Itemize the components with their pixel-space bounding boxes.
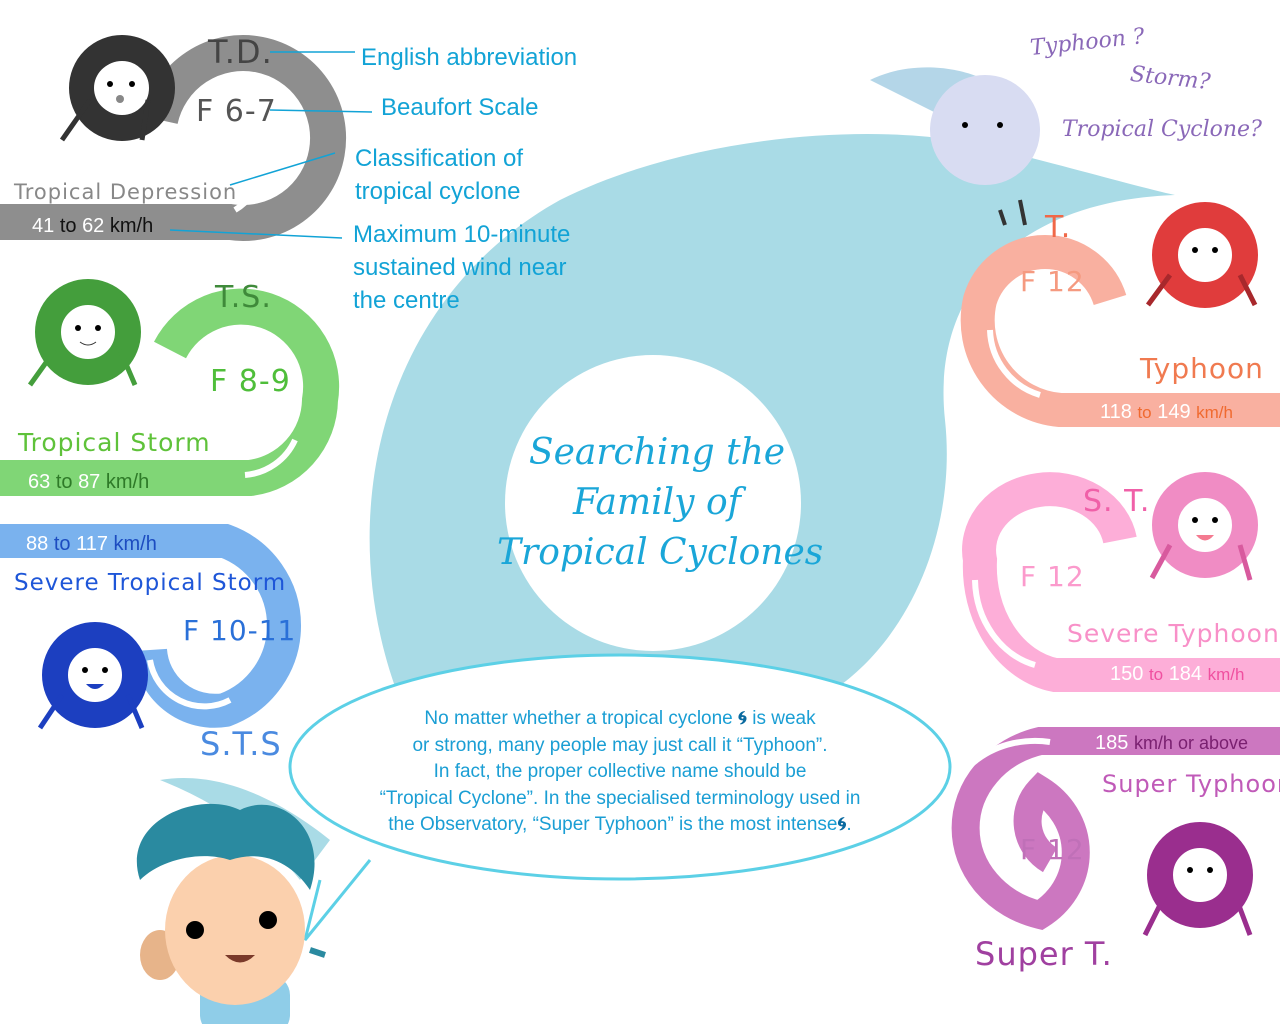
sts-character [37, 622, 148, 730]
boy-character [136, 803, 326, 1024]
legend-beaufort: Beaufort Scale [381, 94, 539, 121]
ts-abbr: T.S. [215, 280, 272, 315]
question-tropical-cyclone: Tropical Cyclone? [1062, 117, 1262, 142]
ts-name: Tropical Storm [18, 428, 211, 457]
sts-speed: 88 to 117 km/h [26, 533, 157, 555]
sts-beaufort: F 10-11 [183, 614, 297, 647]
td-name: Tropical Depression [14, 180, 238, 204]
speech-bubble [288, 653, 952, 881]
super-typhoon-spiral [942, 727, 1280, 930]
typhoon-beaufort: F 12 [1020, 265, 1085, 298]
ts-spiral [0, 288, 340, 496]
title-line-1: Searching the [528, 432, 786, 473]
severe-typhoon-character [1149, 472, 1258, 581]
super-typhoon-beaufort: F 12 [1020, 833, 1085, 866]
typhoon-character [1145, 202, 1258, 308]
typhoon-spiral [960, 234, 1280, 427]
ts-speed: 63 to 87 km/h [28, 471, 150, 493]
severe-typhoon-speed: 150 to 184 km/h [1110, 663, 1245, 685]
super-typhoon-abbr: Super T. [975, 935, 1113, 973]
ts-beaufort: F 8-9 [210, 364, 291, 399]
severe-typhoon-spiral [962, 472, 1280, 692]
td-character [59, 35, 175, 142]
title-line-2: Family of [573, 482, 741, 523]
typhoon-abbr: T. [1045, 210, 1072, 245]
typhoon-name: Typhoon [1140, 352, 1264, 385]
sts-spiral [0, 524, 302, 728]
super-typhoon-character [1142, 822, 1253, 937]
cyclone-icon: 🌀︎ [837, 814, 847, 835]
td-abbr: T.D. [208, 33, 273, 71]
severe-typhoon-name: Severe Typhoon [1067, 619, 1280, 648]
speech-bubble-text: No matter whether a tropical cyclone 🌀︎ … [379, 708, 861, 835]
ghost-character [870, 67, 1040, 226]
super-typhoon-name: Super Typhoon [1102, 770, 1280, 798]
legend-abbreviation: English abbreviation [361, 44, 578, 71]
sts-name: Severe Tropical Storm [14, 570, 287, 596]
td-beaufort: F 6-7 [196, 94, 277, 129]
super-typhoon-speed: 185 km/h or above [1095, 732, 1248, 754]
severe-typhoon-beaufort: F 12 [1020, 560, 1085, 593]
title-circle [505, 355, 801, 651]
td-speed: 41 to 62 km/h [32, 215, 154, 237]
severe-typhoon-abbr: S. T. [1083, 484, 1151, 519]
td-spiral [0, 35, 373, 241]
sts-abbr: S.T.S [200, 725, 282, 763]
cyclone-icon: 🌀︎ [738, 708, 747, 729]
page-title: Searching the Family of Tropical Cyclone… [497, 428, 824, 578]
title-line-3: Tropical Cyclones [497, 532, 824, 573]
ts-character [27, 279, 141, 387]
typhoon-speed: 118 to 149 km/h [1100, 401, 1233, 423]
